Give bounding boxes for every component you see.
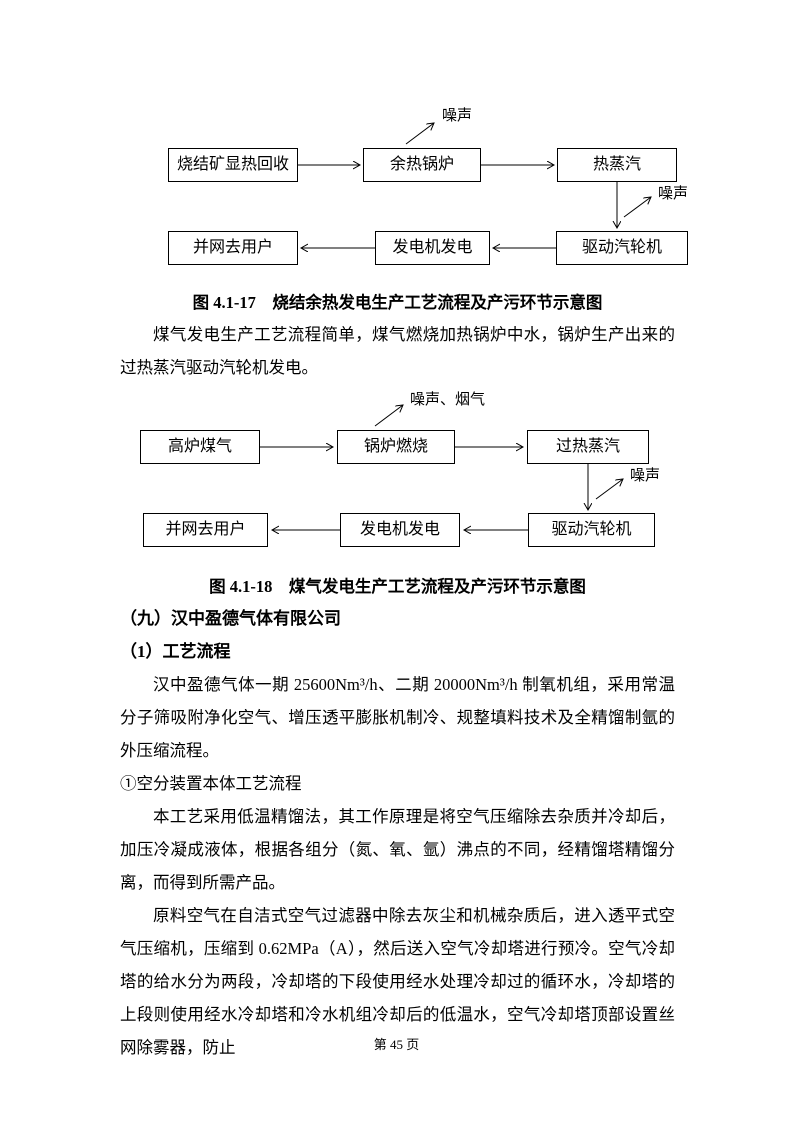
arrow-noise-from-turbine <box>623 197 651 218</box>
flow-box-superheated-steam: 过热蒸汽 <box>527 430 649 464</box>
paragraph-cryogenic-distillation: 本工艺采用低温精馏法，其工作原理是将空气压缩除去杂质并冷却后，加压冷凝成液体，根… <box>120 807 675 892</box>
paragraph-raw-air-process: 原料空气在自洁式空气过滤器中除去灰尘和机械杂质后，进入透平式空气压缩机，压缩到 … <box>120 906 675 1057</box>
flow-box-generator: 发电机发电 <box>375 231 490 265</box>
figure-caption-4-1-17: 图 4.1-17 烧结余热发电生产工艺流程及产污环节示意图 <box>192 293 603 312</box>
arrow-noise-from-turbine <box>595 479 623 500</box>
flow-box-generator: 发电机发电 <box>340 513 460 547</box>
flow-box-blast-furnace-gas: 高炉煤气 <box>140 430 260 464</box>
flow-box-turbine: 驱动汽轮机 <box>556 231 688 265</box>
flow-box-boiler-combustion: 锅炉燃烧 <box>337 430 455 464</box>
flow-box-turbine: 驱动汽轮机 <box>528 513 655 547</box>
page-number: 第 45 页 <box>373 1037 420 1052</box>
paragraph-air-separation-subtitle: ①空分装置本体工艺流程 <box>120 774 302 793</box>
noise-label: 噪声 <box>630 468 661 484</box>
flow-box-grid-to-users: 并网去用户 <box>168 231 298 265</box>
flow-box-grid-to-users: 并网去用户 <box>143 513 268 547</box>
arrow-noise-smoke-from-boiler <box>374 405 403 427</box>
paragraph-oxygen-plant-capacity: 汉中盈德气体一期 25600Nm³/h、二期 20000Nm³/h 制氧机组，采… <box>120 675 675 760</box>
flow-box-sinter-heat-recovery: 烧结矿显热回收 <box>168 148 298 182</box>
paragraph-gas-power-intro: 煤气发电生产工艺流程简单，煤气燃烧加热锅炉中水，锅炉生产出来的过热蒸汽驱动汽轮机… <box>120 325 675 377</box>
noise-smoke-label: 噪声、烟气 <box>410 392 486 408</box>
noise-label: 噪声 <box>658 186 689 202</box>
noise-label: 噪声 <box>442 108 473 124</box>
figure-sinter-waste-heat-flowchart: 噪声 噪声 烧结矿显热回收 余热锅炉 热蒸汽 并网去用户 发电机发电 驱动汽轮机 <box>120 104 688 276</box>
flowchart-arrows <box>298 104 675 276</box>
figure-caption-4-1-18: 图 4.1-18 煤气发电生产工艺流程及产污环节示意图 <box>209 577 586 596</box>
arrow-noise-from-boiler <box>405 123 434 145</box>
heading-process-flow: （1）工艺流程 <box>120 642 231 661</box>
figure-gas-power-flowchart: 噪声、烟气 噪声 高炉煤气 锅炉燃烧 过热蒸汽 并网去用户 发电机发电 驱动汽轮… <box>120 388 675 560</box>
flowchart-arrows <box>260 388 675 560</box>
flow-box-hot-steam: 热蒸汽 <box>557 148 677 182</box>
heading-company: （九）汉中盈德气体有限公司 <box>120 609 341 628</box>
flow-box-waste-heat-boiler: 余热锅炉 <box>363 148 481 182</box>
